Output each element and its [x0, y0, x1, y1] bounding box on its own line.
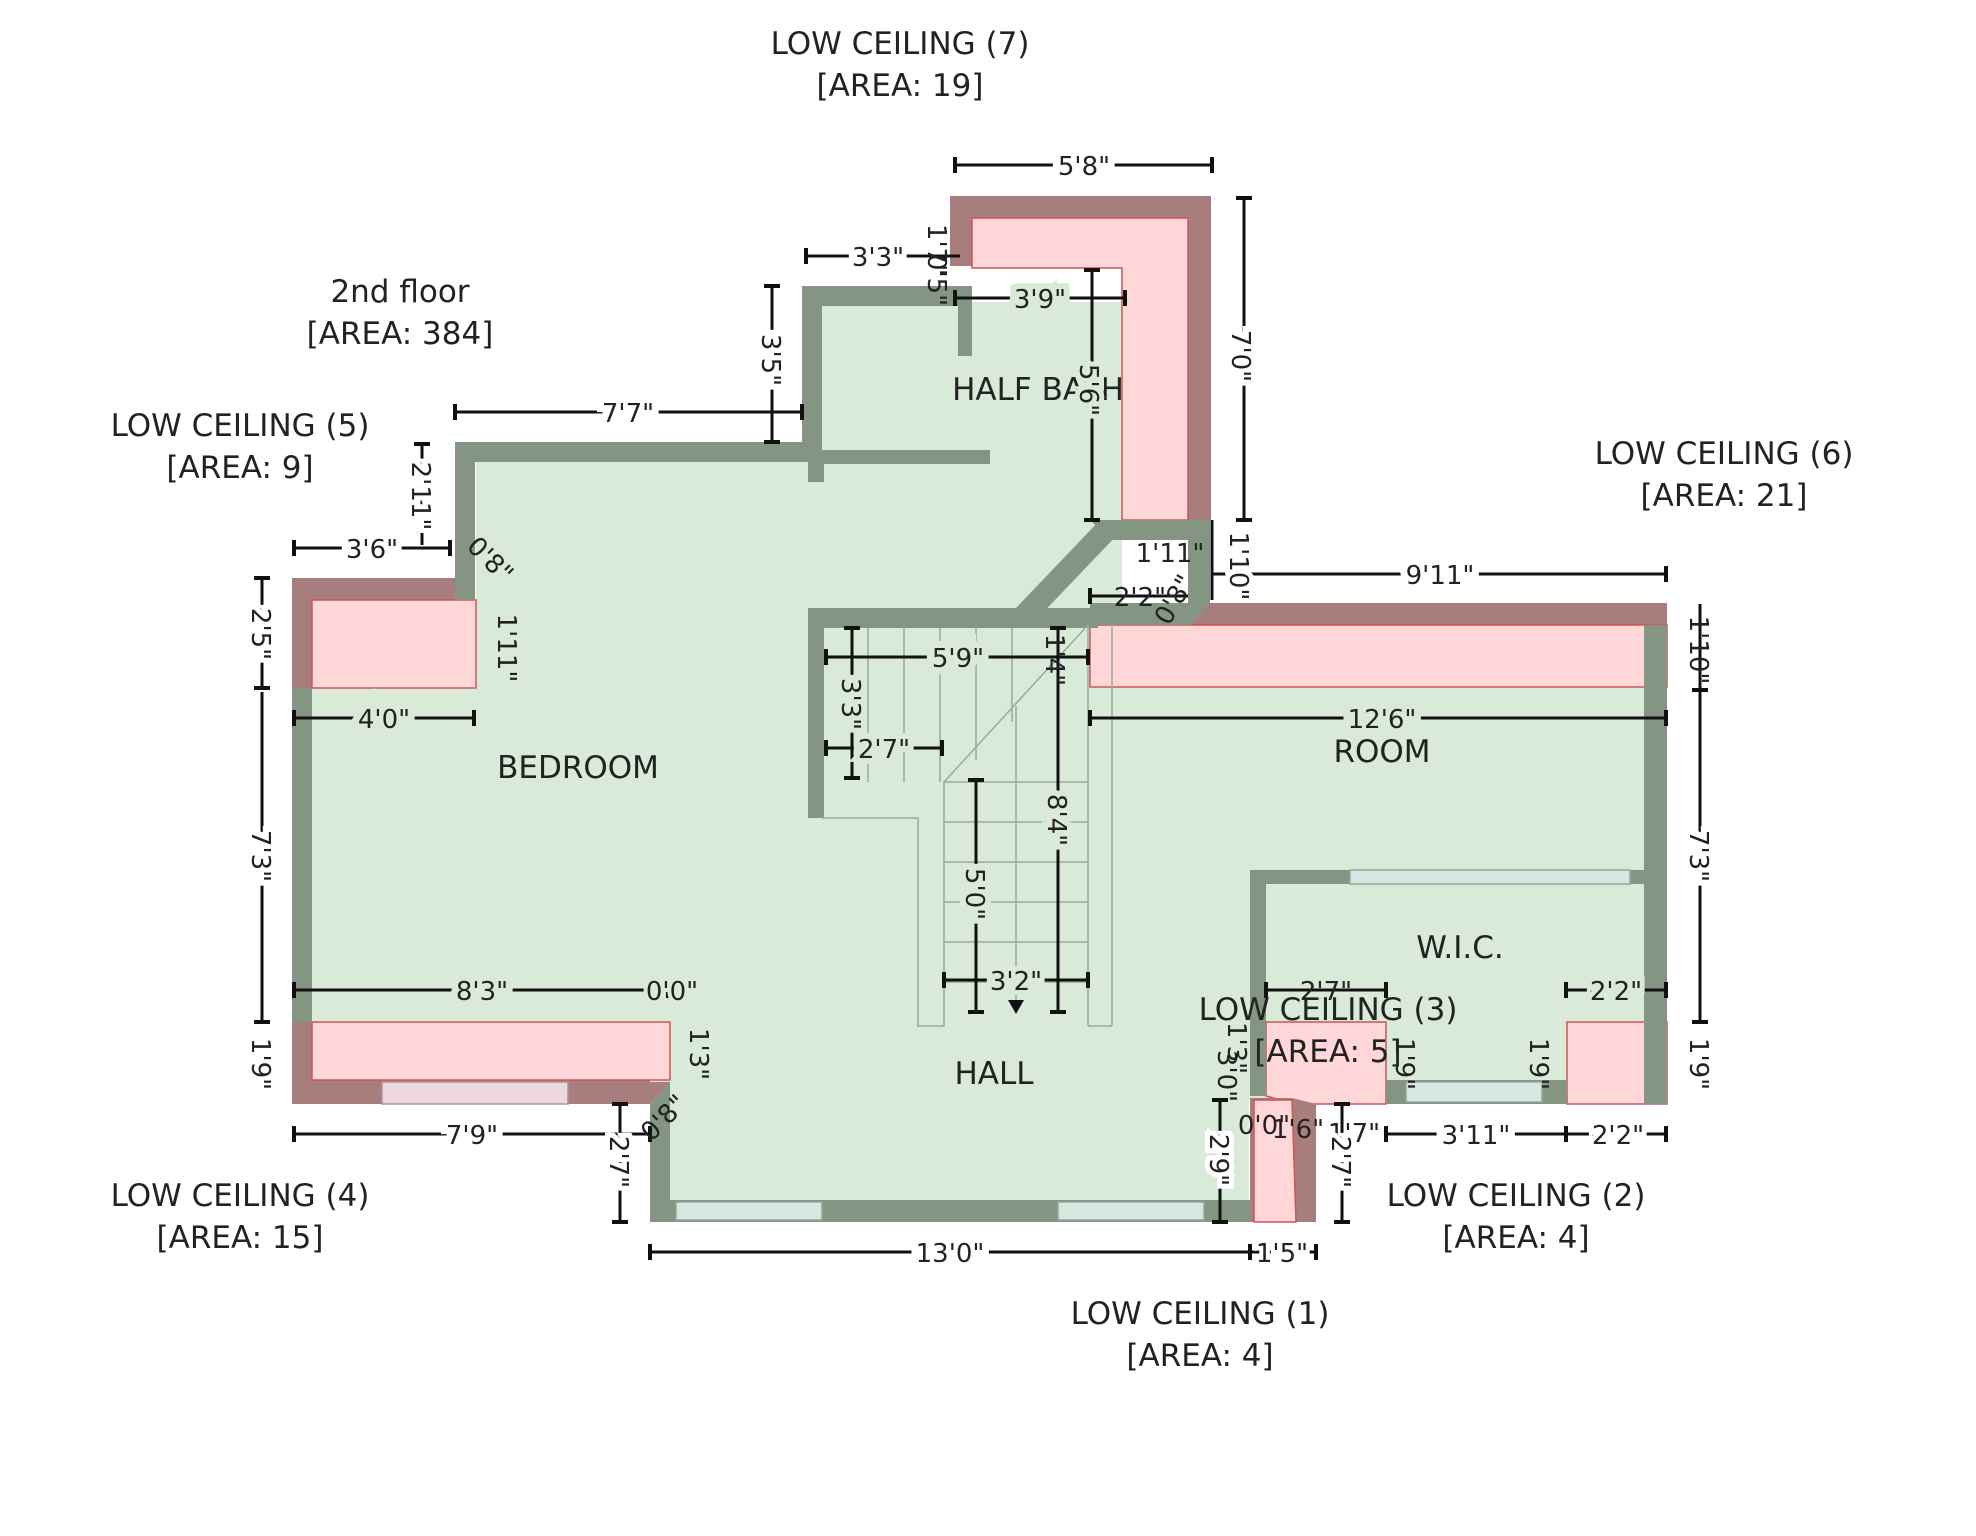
dim-label: 5'8": [1058, 152, 1110, 182]
dim-label: 1'3": [683, 1028, 713, 1080]
dim-label: 7'9": [446, 1121, 498, 1151]
low-ceiling-1-label: LOW CEILING (1): [1071, 1296, 1330, 1332]
low-ceiling-2-area: [AREA: 4]: [1442, 1220, 1589, 1256]
dimension-lines: [254, 157, 1708, 1260]
low-ceiling-3-area: [AREA: 5]: [1254, 1034, 1401, 1070]
dim-label: 12'6": [1348, 705, 1417, 735]
hall-window-2: [1057, 1201, 1205, 1221]
low-ceiling-6-zone: [1089, 624, 1668, 688]
room-label-bedroom: BEDROOM: [497, 750, 659, 786]
dim-label: 1'11": [1136, 539, 1205, 569]
stair-direction-arrow: [1008, 1000, 1024, 1014]
low-ceiling-5-label: LOW CEILING (5): [111, 408, 370, 444]
low-ceiling-7-label: LOW CEILING (7): [771, 26, 1030, 62]
dim-label: 1'11": [491, 614, 521, 683]
low-ceiling-6-area: [AREA: 21]: [1641, 478, 1808, 514]
dim-label: 0'0": [1238, 1111, 1290, 1141]
dim-label: 5'9": [932, 644, 984, 674]
room-closet-opening: [1349, 869, 1631, 885]
dim-label: 1'3": [1221, 1022, 1251, 1074]
dim-label: 1'4": [1039, 634, 1069, 686]
dim-label: 8'3": [456, 977, 508, 1007]
low-ceiling-4-area: [AREA: 15]: [157, 1220, 324, 1256]
low-ceiling-6-label: LOW CEILING (6): [1595, 436, 1854, 472]
dim-label: 3'2": [990, 967, 1042, 997]
room-label-hall: HALL: [954, 1056, 1034, 1092]
room-label-wic: W.I.C.: [1416, 930, 1503, 966]
dim-label: 7'3": [245, 830, 275, 882]
hall-window-1: [675, 1201, 823, 1221]
dim-label: 7'3": [1683, 830, 1713, 882]
floor-title: 2nd floor: [330, 274, 469, 310]
dim-label: 13'0": [916, 1239, 985, 1269]
bedroom-window: [381, 1081, 569, 1105]
dim-label: 2'7": [1325, 1136, 1355, 1188]
low-ceiling-zones: [292, 196, 1668, 1223]
dim-label: 1'10": [1223, 532, 1253, 601]
dim-label: 2'2": [1590, 977, 1642, 1007]
dim-label: 2'2": [1114, 583, 1166, 613]
low-ceiling-1-zone: [1253, 1099, 1297, 1223]
dim-label: 5'0": [959, 868, 989, 920]
dim-label: 2'7": [858, 735, 910, 765]
low-ceiling-4-zone: [311, 1021, 671, 1081]
dim-label: 3'6": [346, 535, 398, 565]
dim-label: 2'5": [245, 608, 275, 660]
room-label-half-bath: HALF BATH: [952, 372, 1124, 408]
dim-label: 1'9": [245, 1038, 275, 1090]
dim-label: 0'0": [646, 977, 698, 1007]
dim-label: 2'2": [1592, 1121, 1644, 1151]
dim-label: 2'9": [1203, 1134, 1233, 1186]
dim-label: 8'4": [1041, 794, 1071, 846]
dim-label: 1'7": [1328, 1119, 1380, 1149]
low-ceiling-3-label: LOW CEILING (3): [1199, 992, 1458, 1028]
dimension-labels: 5'8" 3'3" 1'7" 0'5" 3'9" 3'5" 7'0" 5'6" …: [239, 145, 1719, 1276]
dim-label: 1'10": [1683, 616, 1713, 685]
low-ceiling-5-zone: [311, 599, 477, 689]
dim-label: 4'0": [358, 705, 410, 735]
dim-label: 3'11": [1442, 1121, 1511, 1151]
low-ceiling-5-area: [AREA: 9]: [166, 450, 313, 486]
staircase: [822, 624, 1113, 1027]
dim-label: 7'7": [602, 399, 654, 429]
dim-label: 3'9": [1014, 285, 1066, 315]
wic-window: [1405, 1081, 1543, 1103]
dim-label: 3'5": [755, 334, 785, 386]
dim-label: 1'6": [1272, 1115, 1324, 1145]
low-ceiling-1-area: [AREA: 4]: [1126, 1338, 1273, 1374]
dim-label: 0'5": [921, 254, 951, 306]
dim-label: 7'0": [1225, 330, 1255, 382]
dim-label: 3'0": [1211, 1050, 1241, 1102]
room-floor: [1085, 625, 1665, 1100]
dim-label: 1'7": [921, 224, 951, 276]
low-ceiling-2-label: LOW CEILING (2): [1387, 1178, 1646, 1214]
low-ceiling-4-label: LOW CEILING (4): [111, 1178, 370, 1214]
dim-label: 1'5": [1256, 1239, 1308, 1269]
dim-label: 1'9": [1683, 1038, 1713, 1090]
dim-label: 2'7": [603, 1136, 633, 1188]
dim-label: 3'3": [835, 678, 865, 730]
dim-label: 2'11": [405, 462, 435, 531]
area-labels: 2nd floor [AREA: 384] LOW CEILING (7) [A…: [111, 26, 1854, 1374]
walls: [292, 286, 1667, 1222]
dim-label: 9'11": [1406, 561, 1475, 591]
dim-label: 2'7": [1300, 977, 1352, 1007]
room-label-room: ROOM: [1333, 734, 1430, 770]
dim-label: 3'3": [852, 243, 904, 273]
low-ceiling-7-area: [AREA: 19]: [817, 68, 984, 104]
dim-label: 1'9": [1389, 1038, 1419, 1090]
dim-label: 5'6": [1073, 364, 1103, 416]
floor-area: [AREA: 384]: [307, 316, 494, 352]
dim-label: 1'9": [1523, 1038, 1553, 1090]
